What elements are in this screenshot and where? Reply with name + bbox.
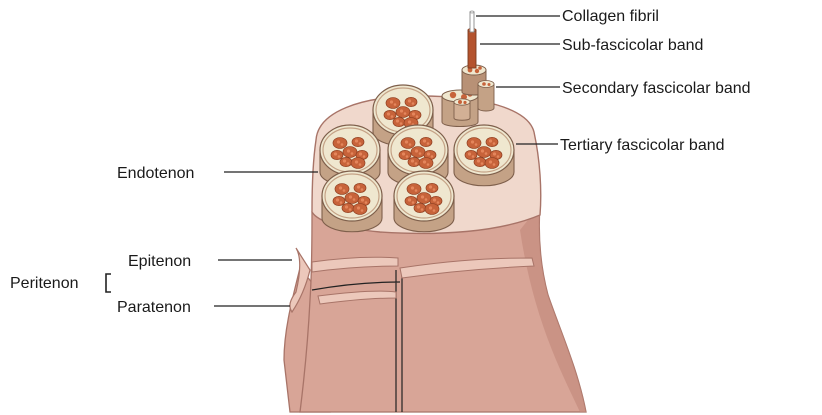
fibre-bundle [467,138,481,149]
tertiary-fascicle [394,171,454,232]
fibre-bundle [342,203,354,212]
fibre-bundle [420,137,432,146]
label-paratenon: Paratenon [117,299,191,316]
label-endotenon: Endotenon [117,165,194,182]
fibre-bundle [419,158,433,169]
fibre-bundle [396,107,410,118]
tertiary-fascicle [322,171,382,232]
fibre-bundle [345,193,359,204]
label-sub-fascicolar-band: Sub-fascicolar band [562,37,703,54]
fibre-bundle [351,158,365,169]
fibre-bundle [353,204,367,215]
fibre-bundle [343,147,357,158]
fibre-bundle [405,97,417,106]
fibre-bundle [331,150,343,159]
fibre-bundle [408,157,420,166]
fibre-bundle [393,117,405,126]
label-secondary-fascicolar-band: Secondary fascicolar band [562,80,751,97]
fibre-bundle [384,110,396,119]
fibre-bundle [426,183,438,192]
collagen-fibril [468,11,476,68]
fibre-bundle [333,196,345,205]
label-epitenon: Epitenon [128,253,191,270]
fibre-bundle [335,184,349,195]
fibre-bundle [333,138,347,149]
fibre-bundle [405,196,417,205]
fibre-bundle [354,183,366,192]
label-tertiary-fascicolar-band: Tertiary fascicolar band [560,137,725,154]
fibre-bundle [401,138,415,149]
fibre-bundle [414,203,426,212]
fibre-bundle [411,147,425,158]
peritenon-bracket [106,274,111,292]
fibre-bundle [474,157,486,166]
fibre-bundle [425,204,439,215]
fibre-bundle [386,98,400,109]
fibre-bundle [352,137,364,146]
label-peritenon: Peritenon [10,275,79,292]
fibre-bundle [486,137,498,146]
fibre-bundle [407,184,421,195]
fibre-bundle [465,150,477,159]
fibre-bundle [485,158,499,169]
fibre-bundle [477,147,491,158]
fibre-bundle [399,150,411,159]
fibre-bundle [340,157,352,166]
label-collagen-fibril: Collagen fibril [562,8,659,25]
fibre-bundle [417,193,431,204]
tertiary-fascicle [454,125,514,186]
